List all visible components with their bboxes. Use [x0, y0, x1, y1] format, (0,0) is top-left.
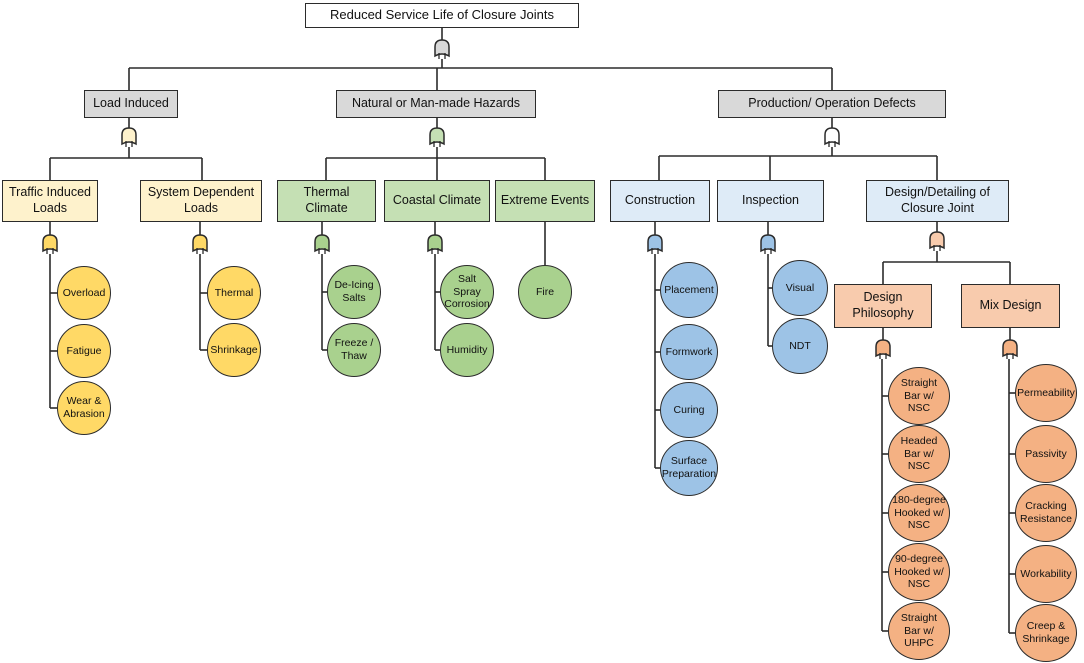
or-gate-mix-design-icon — [1002, 339, 1018, 359]
leaf-straight-bar-uhpc: Straight Bar w/ UHPC — [888, 602, 950, 660]
or-gate-hazards-icon — [429, 127, 445, 147]
subgroup-mix-design: Mix Design — [961, 284, 1060, 328]
leaf-salt-spray-corrosion: Salt Spray Corrosion — [440, 265, 494, 319]
leaf-ndt: NDT — [772, 318, 828, 374]
group-extreme-events: Extreme Events — [495, 180, 595, 222]
leaf-90-degree-hooked-nsc: 90-degree Hooked w/ NSC — [888, 543, 950, 601]
group-construction: Construction — [610, 180, 710, 222]
group-thermal-climate: Thermal Climate — [277, 180, 376, 222]
leaf-fire: Fire — [518, 265, 572, 319]
category-load-induced: Load Induced — [84, 90, 178, 118]
leaf-surface-preparation: Surface Preparation — [660, 440, 718, 496]
leaf-headed-bar-nsc: Headed Bar w/ NSC — [888, 425, 950, 483]
leaf-humidity: Humidity — [440, 323, 494, 377]
or-gate-traffic-icon — [42, 234, 58, 254]
leaf-workability: Workability — [1015, 545, 1077, 603]
category-production-defects: Production/ Operation Defects — [718, 90, 946, 118]
leaf-formwork: Formwork — [660, 324, 718, 380]
leaf-overload: Overload — [57, 266, 111, 320]
leaf-passivity: Passivity — [1015, 425, 1077, 483]
or-gate-system-icon — [192, 234, 208, 254]
leaf-visual: Visual — [772, 260, 828, 316]
or-gate-inspection-icon — [760, 234, 776, 254]
leaf-de-icing-salts: De-Icing Salts — [327, 265, 381, 319]
or-gate-load-induced-icon — [121, 127, 137, 147]
leaf-180-degree-hooked-nsc: 180-degree Hooked w/ NSC — [888, 484, 950, 542]
leaf-curing: Curing — [660, 382, 718, 438]
leaf-fatigue: Fatigue — [57, 324, 111, 378]
or-gate-construction-icon — [647, 234, 663, 254]
or-gate-design-philosophy-icon — [875, 339, 891, 359]
group-design-detailing: Design/Detailing of Closure Joint — [866, 180, 1009, 222]
root-box: Reduced Service Life of Closure Joints — [305, 3, 579, 28]
or-gate-design-detailing-icon — [929, 231, 945, 251]
group-inspection: Inspection — [717, 180, 824, 222]
leaf-creep-shrinkage: Creep & Shrinkage — [1015, 604, 1077, 662]
group-traffic-induced-loads: Traffic Induced Loads — [2, 180, 98, 222]
leaf-shrinkage: Shrinkage — [207, 323, 261, 377]
leaf-freeze-thaw: Freeze / Thaw — [327, 323, 381, 377]
leaf-permeability: Permeability — [1015, 364, 1077, 422]
or-gate-thermal-climate-icon — [314, 234, 330, 254]
leaf-thermal: Thermal — [207, 266, 261, 320]
group-coastal-climate: Coastal Climate — [384, 180, 490, 222]
group-system-dependent-loads: System Dependent Loads — [140, 180, 262, 222]
or-gate-coastal-icon — [427, 234, 443, 254]
leaf-cracking-resistance: Cracking Resistance — [1015, 484, 1077, 542]
leaf-placement: Placement — [660, 262, 718, 318]
or-gate-production-icon — [824, 127, 840, 147]
subgroup-design-philosophy: Design Philosophy — [834, 284, 932, 328]
category-natural-hazards: Natural or Man-made Hazards — [336, 90, 536, 118]
or-gate-root-icon — [434, 39, 450, 59]
leaf-straight-bar-nsc: Straight Bar w/ NSC — [888, 367, 950, 425]
leaf-wear-abrasion: Wear & Abrasion — [57, 381, 111, 435]
